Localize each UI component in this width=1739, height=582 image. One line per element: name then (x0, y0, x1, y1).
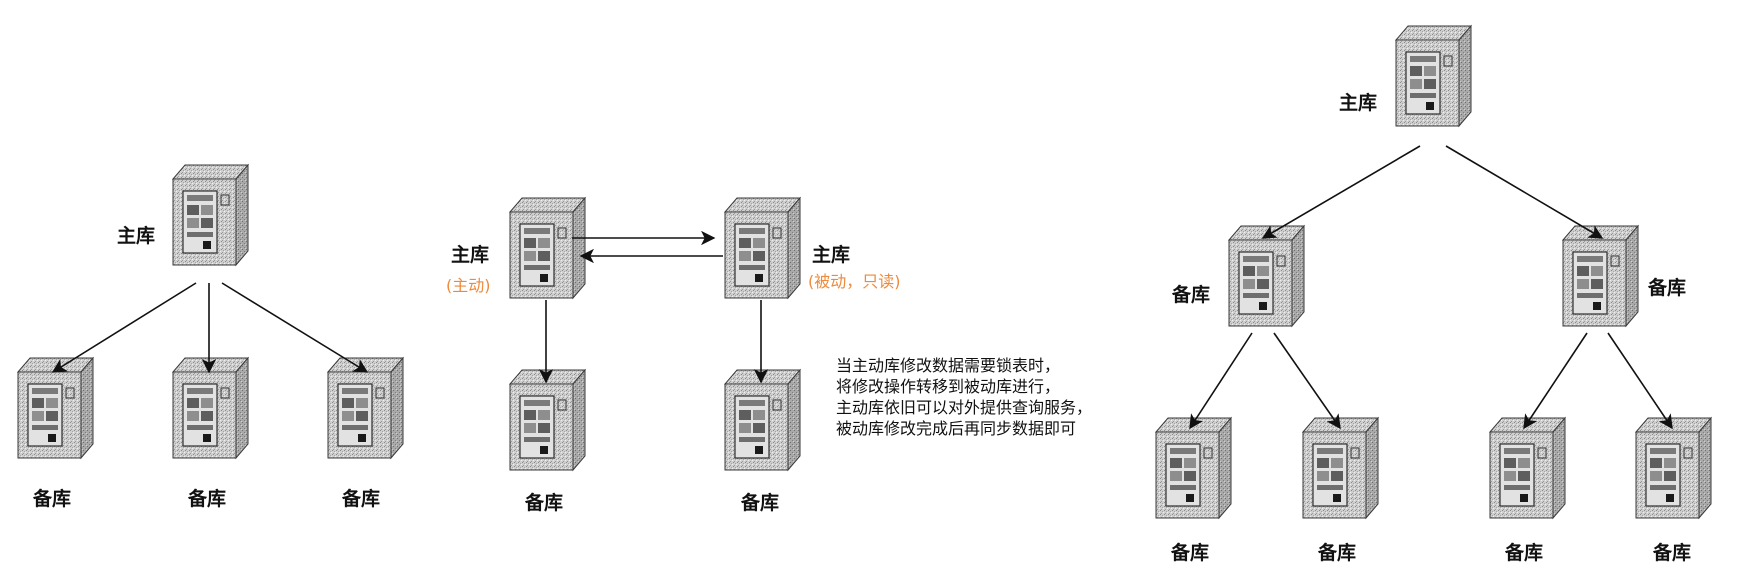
description-note: 当主动库修改数据需要锁表时， 将修改操作转移到被动库进行， 主动库依旧可以对外提… (836, 355, 1092, 439)
slave-label: 备库 (1648, 277, 1687, 299)
server-icon (1302, 417, 1379, 519)
slave-label: 备库 (741, 492, 780, 514)
active-master-label: 主库 (451, 244, 490, 266)
server-icon (724, 369, 801, 471)
replication-arrow (1445, 145, 1604, 239)
server-icon (17, 357, 94, 459)
server-icon (1489, 417, 1566, 519)
slave-label: 备库 (1171, 542, 1210, 564)
slave-label: 备库 (188, 488, 227, 510)
slave-label: 备库 (1653, 542, 1692, 564)
master-label: 主库 (117, 225, 156, 247)
active-note: (主动) (446, 276, 491, 295)
description-line: 主动库依旧可以对外提供查询服务， (836, 398, 1093, 417)
replication-arrow (1261, 145, 1421, 239)
description-line: 将修改操作转移到被动库进行， (836, 377, 1061, 396)
replication-arrow (221, 282, 369, 373)
slave-label: 备库 (342, 488, 381, 510)
server-icon (172, 357, 249, 459)
server-icon (172, 164, 249, 266)
slave-label: 备库 (1172, 284, 1211, 306)
slave-label: 备库 (1318, 542, 1357, 564)
slave-label: 备库 (1505, 542, 1544, 564)
replication-arrow (1189, 332, 1253, 430)
replication-arrow (51, 282, 197, 373)
slave-label: 备库 (33, 488, 72, 510)
server-icon (1155, 417, 1232, 519)
server-icon (509, 197, 586, 299)
server-icon (1635, 417, 1712, 519)
server-icon (327, 357, 404, 459)
server-icon (1395, 25, 1472, 127)
replication-arrow (1607, 332, 1673, 430)
passive-master-label: 主库 (812, 244, 851, 266)
server-icon (724, 197, 801, 299)
server-icon (1562, 225, 1639, 327)
replication-arrow (1273, 332, 1341, 430)
description-line: 被动库修改完成后再同步数据即可 (836, 419, 1077, 438)
server-icon (509, 369, 586, 471)
slave-label: 备库 (525, 492, 564, 514)
description-line: 当主动库修改数据需要锁表时， (836, 356, 1061, 375)
passive-note: (被动，只读) (808, 272, 901, 291)
master-label: 主库 (1339, 92, 1378, 114)
replication-arrow (1523, 332, 1588, 430)
server-icon (1228, 225, 1305, 327)
